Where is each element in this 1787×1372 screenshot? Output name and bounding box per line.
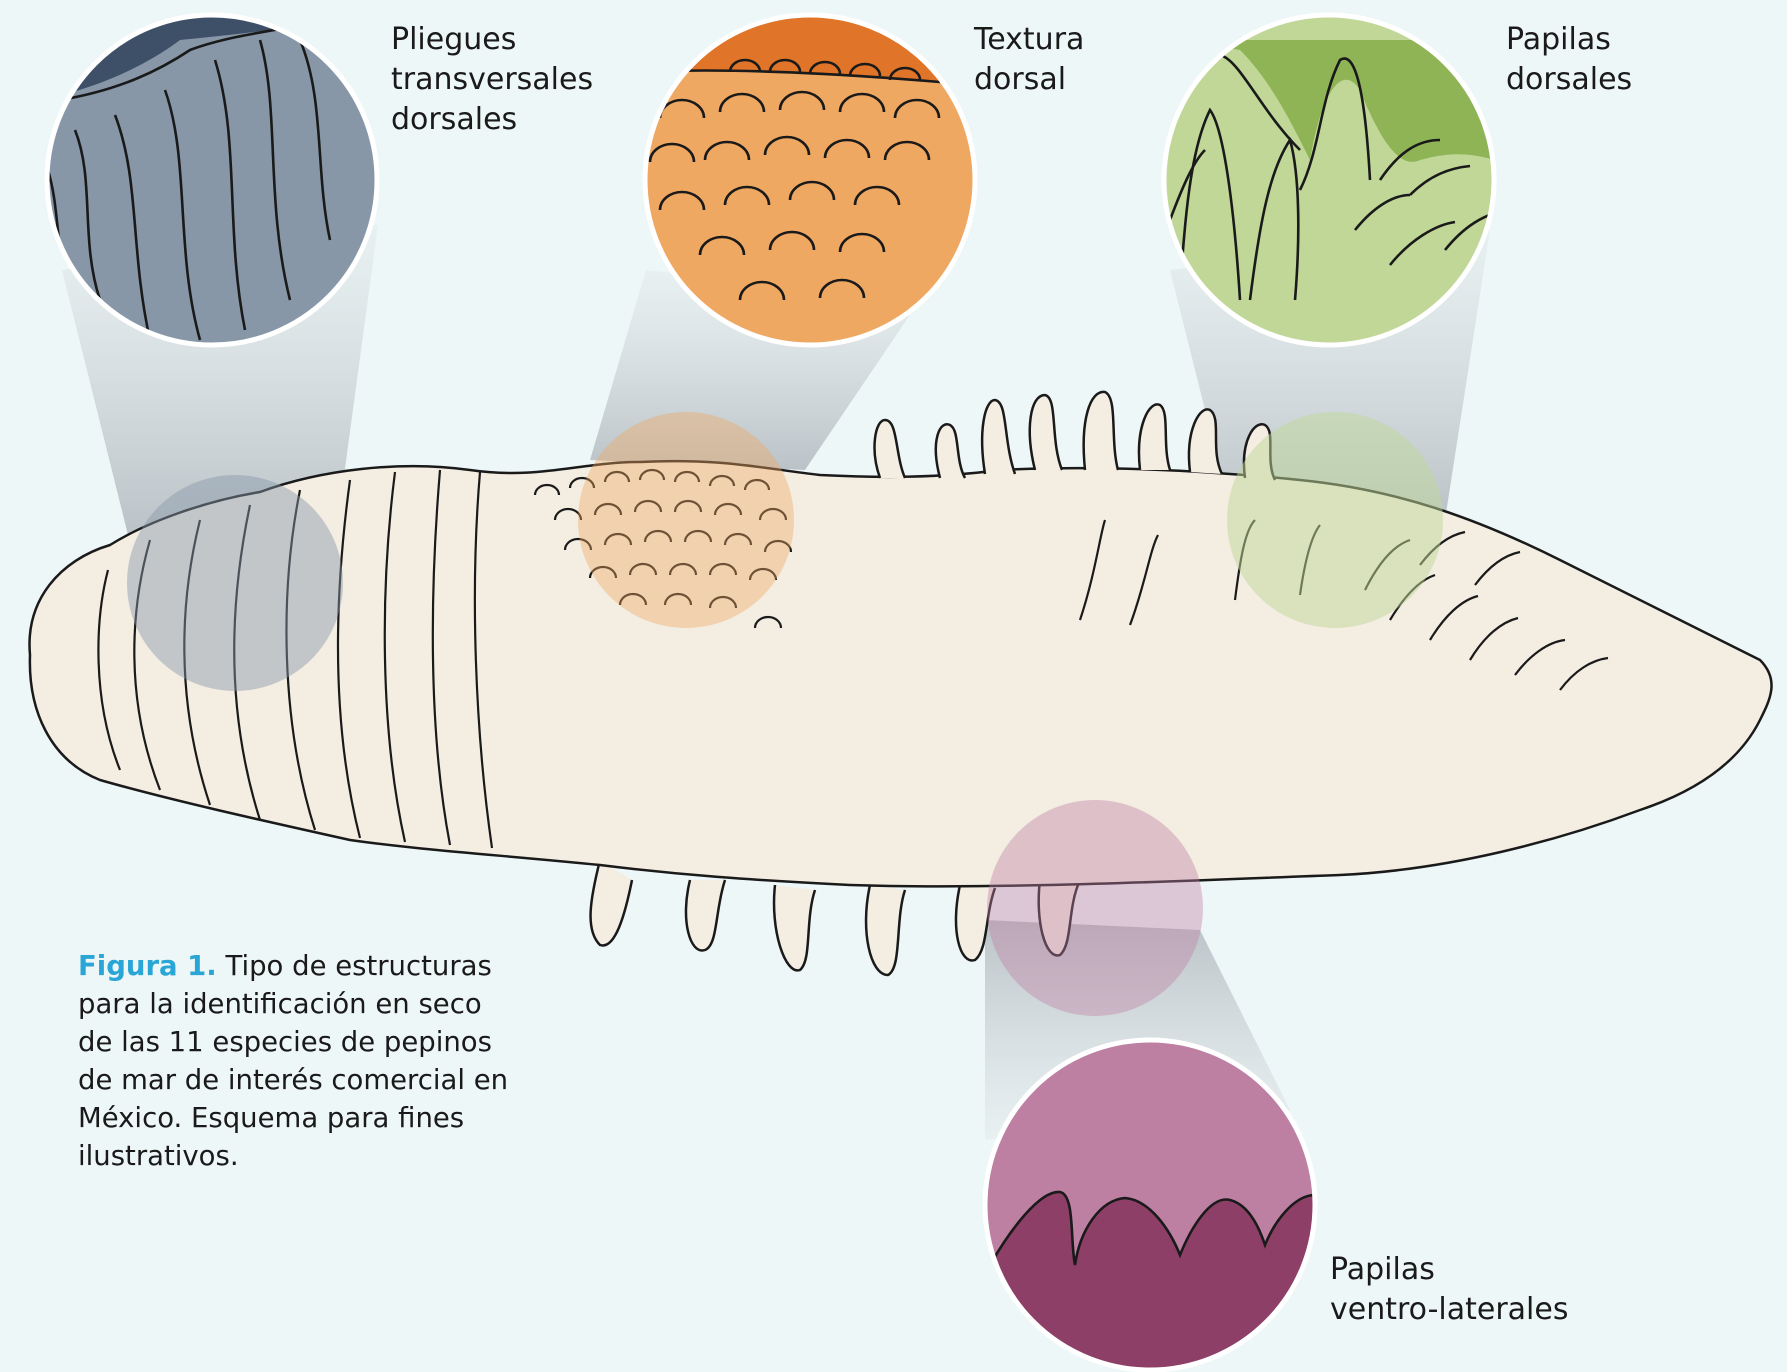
label-line: dorsal <box>974 60 1084 100</box>
highlight-textura <box>578 412 794 628</box>
magnifier-textura <box>640 0 975 345</box>
label-line: Textura <box>974 20 1084 60</box>
label-papilas-dorsales: Papilas dorsales <box>1506 20 1632 100</box>
label-line: Papilas <box>1506 20 1632 60</box>
label-textura-dorsal: Textura dorsal <box>974 20 1084 100</box>
label-line: dorsales <box>391 100 593 140</box>
label-line: ventro-laterales <box>1330 1290 1568 1330</box>
caption-text: Tipo de estructuras para la identificaci… <box>78 950 508 1172</box>
highlight-papilas-dorsales <box>1227 412 1443 628</box>
highlight-pliegues <box>127 475 343 691</box>
label-papilas-ventro-laterales: Papilas ventro-laterales <box>1330 1250 1568 1330</box>
label-line: transversales <box>391 60 593 100</box>
magnifier-papilas-ventro <box>985 1040 1320 1372</box>
caption-prefix: Figura 1. <box>78 950 217 982</box>
magnifier-pliegues <box>40 0 377 345</box>
label-line: dorsales <box>1506 60 1632 100</box>
figure-caption: Figura 1. Tipo de estructuras para la id… <box>78 947 518 1175</box>
label-pliegues-transversales-dorsales: Pliegues transversales dorsales <box>391 20 593 140</box>
magnifier-papilas-dorsales <box>1164 15 1500 345</box>
label-line: Papilas <box>1330 1250 1568 1290</box>
label-line: Pliegues <box>391 20 593 60</box>
highlight-papilas-ventro <box>987 800 1203 1016</box>
